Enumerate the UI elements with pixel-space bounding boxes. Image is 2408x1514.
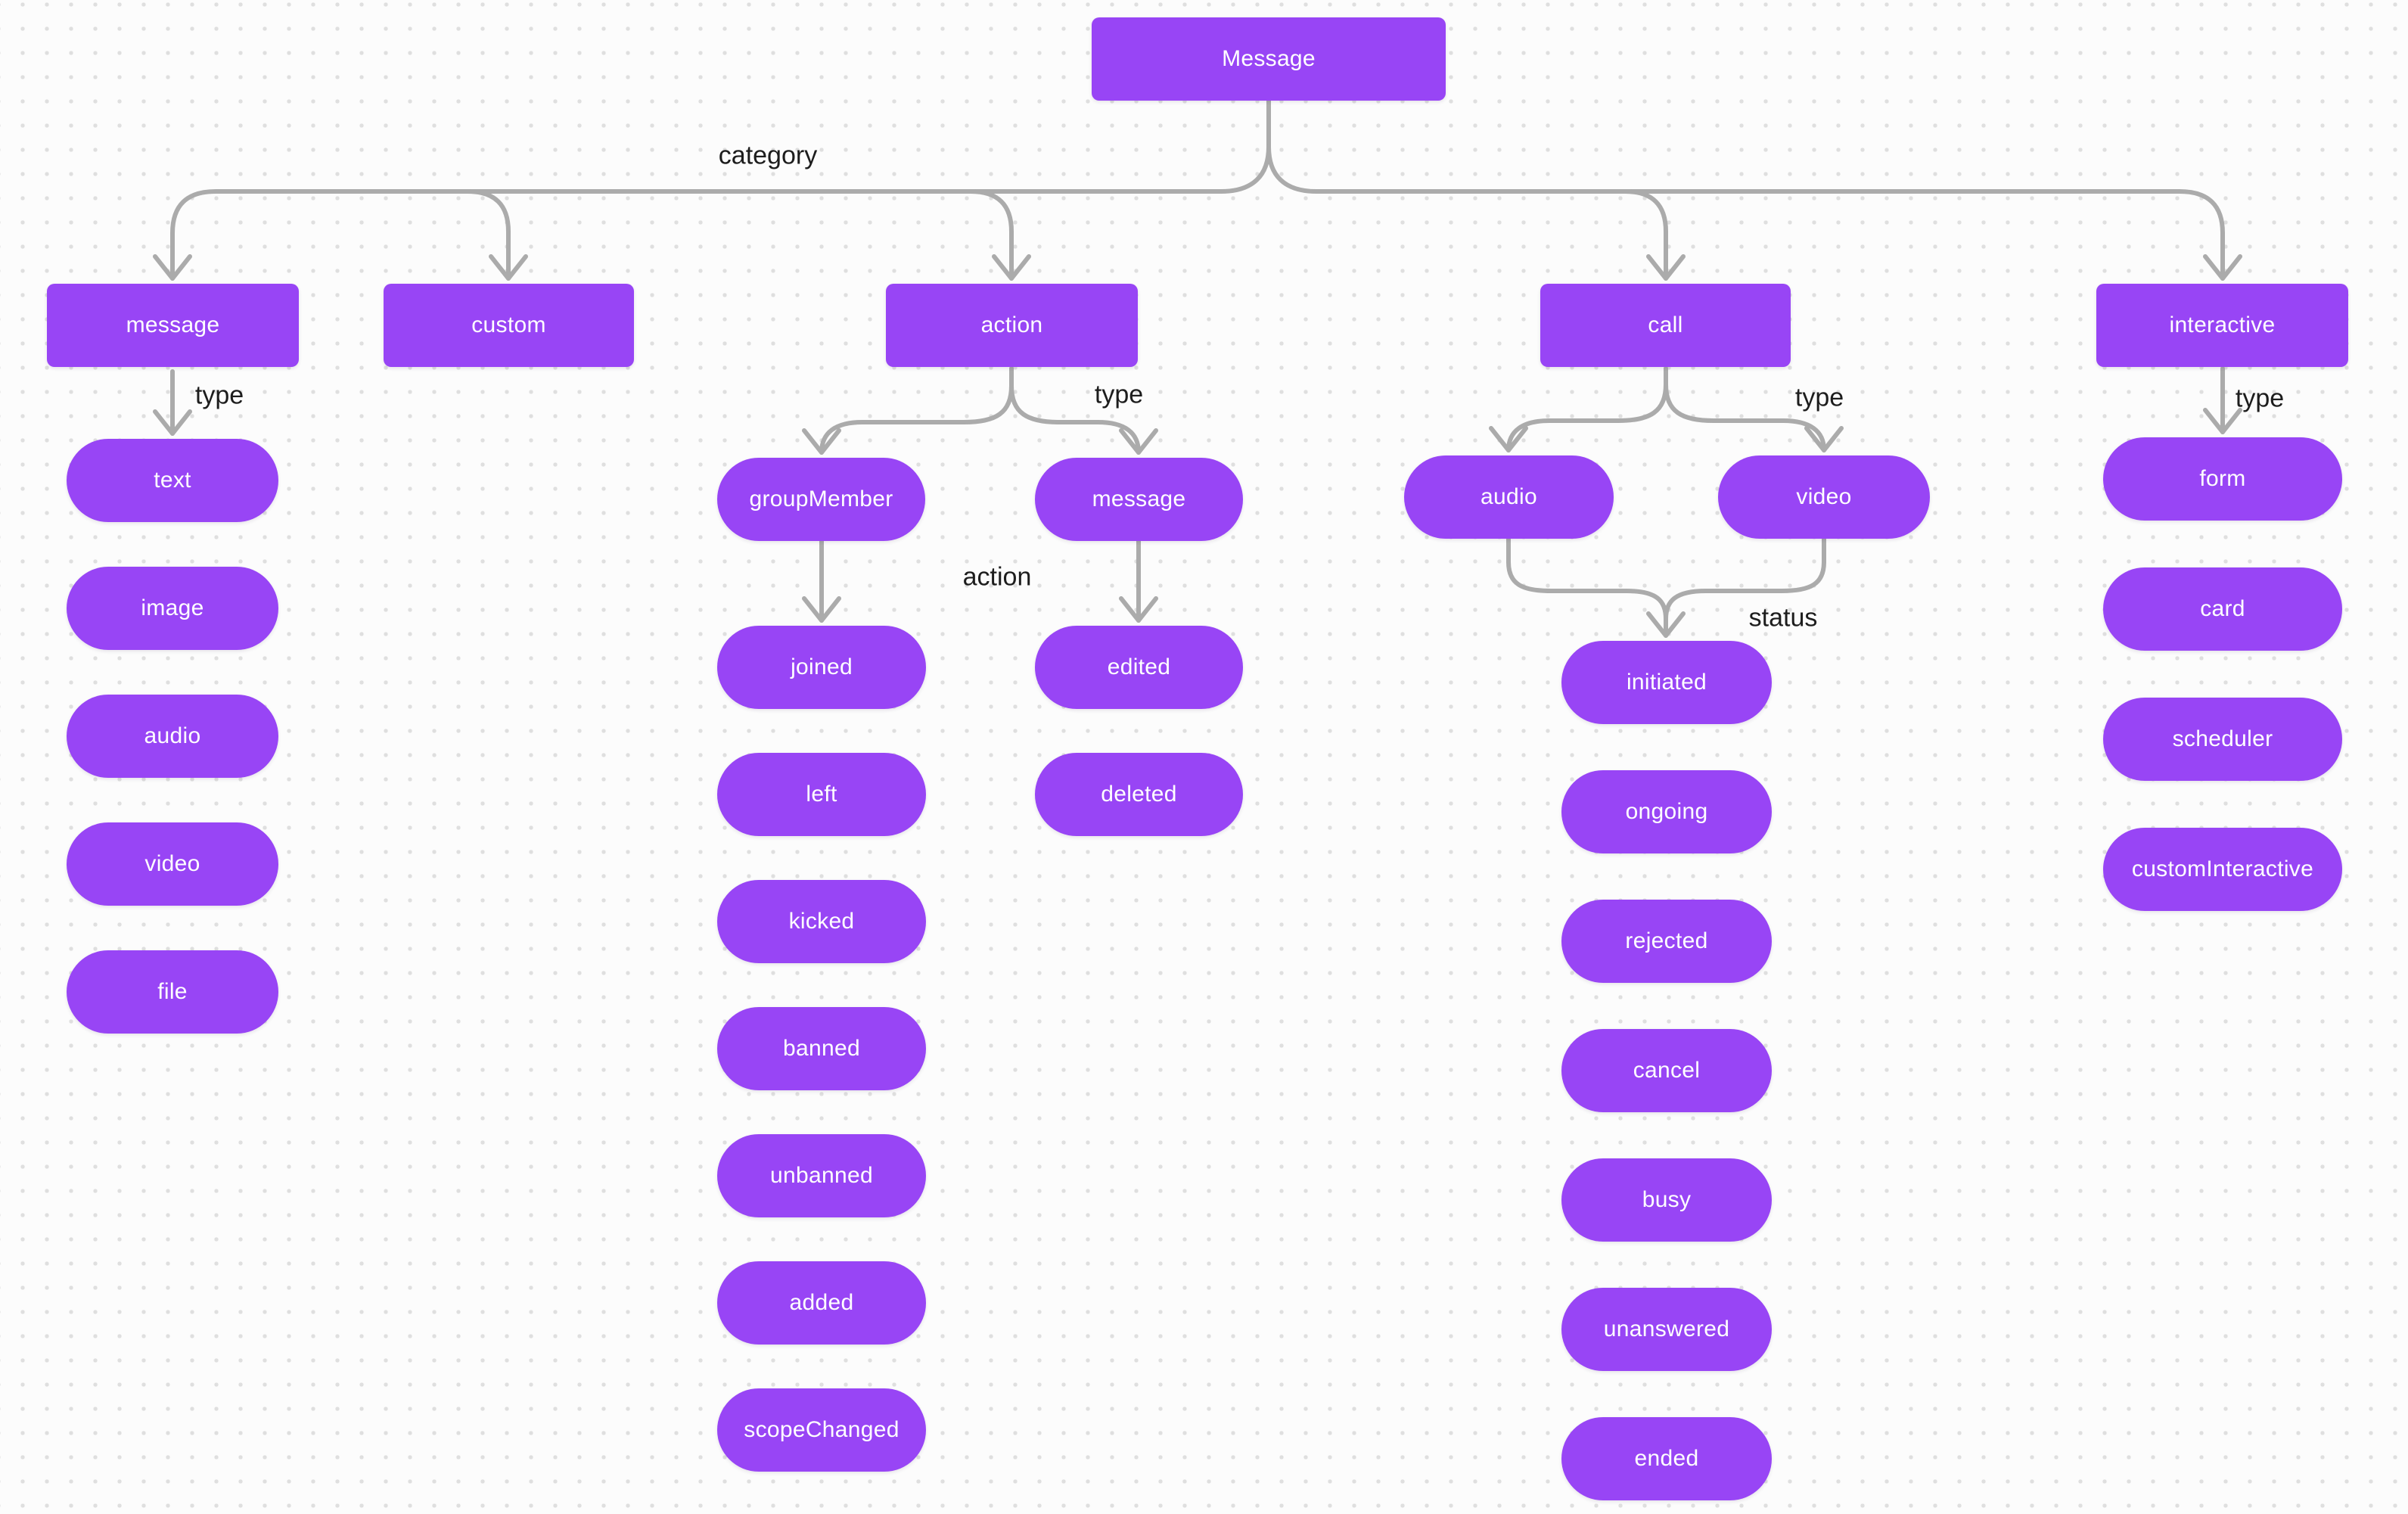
node-type-custominteractive[interactable]: customInteractive bbox=[2103, 828, 2342, 911]
node-category-message[interactable]: message bbox=[47, 284, 299, 367]
node-type-card[interactable]: card bbox=[2103, 567, 2342, 651]
node-type-video[interactable]: video bbox=[67, 822, 278, 906]
node-action-edited[interactable]: edited bbox=[1035, 626, 1243, 709]
node-status-ended[interactable]: ended bbox=[1561, 1417, 1772, 1500]
edge-label-category: category bbox=[718, 141, 818, 170]
node-type-image[interactable]: image bbox=[67, 567, 278, 650]
node-action-banned[interactable]: banned bbox=[717, 1007, 926, 1090]
edge-label-status: status bbox=[1748, 603, 1818, 633]
node-status-rejected[interactable]: rejected bbox=[1561, 900, 1772, 983]
node-root-message[interactable]: Message bbox=[1092, 17, 1446, 101]
edge-label-type-call: type bbox=[1794, 383, 1844, 412]
node-type-scheduler[interactable]: scheduler bbox=[2103, 698, 2342, 781]
node-action-kicked[interactable]: kicked bbox=[717, 880, 926, 963]
edge-label-type-action: type bbox=[1094, 380, 1144, 409]
node-action-joined[interactable]: joined bbox=[717, 626, 926, 709]
node-action-scopechanged[interactable]: scopeChanged bbox=[717, 1388, 926, 1472]
node-type-groupmember[interactable]: groupMember bbox=[717, 458, 925, 541]
edge-label-type-message: type bbox=[194, 381, 244, 410]
node-type-text[interactable]: text bbox=[67, 439, 278, 522]
node-category-custom[interactable]: custom bbox=[384, 284, 634, 367]
node-action-added[interactable]: added bbox=[717, 1261, 926, 1345]
node-status-ongoing[interactable]: ongoing bbox=[1561, 770, 1772, 853]
node-action-unbanned[interactable]: unbanned bbox=[717, 1134, 926, 1217]
edge-label-type-interactive: type bbox=[2235, 384, 2285, 413]
node-action-deleted[interactable]: deleted bbox=[1035, 753, 1243, 836]
node-action-left[interactable]: left bbox=[717, 753, 926, 836]
node-status-initiated[interactable]: initiated bbox=[1561, 641, 1772, 724]
node-category-interactive[interactable]: interactive bbox=[2096, 284, 2348, 367]
node-type-file[interactable]: file bbox=[67, 950, 278, 1034]
node-type-form[interactable]: form bbox=[2103, 437, 2342, 521]
node-category-call[interactable]: call bbox=[1540, 284, 1791, 367]
node-type-video-call[interactable]: video bbox=[1718, 455, 1930, 539]
node-status-unanswered[interactable]: unanswered bbox=[1561, 1288, 1772, 1371]
node-type-message-action[interactable]: message bbox=[1035, 458, 1243, 541]
node-category-action[interactable]: action bbox=[886, 284, 1138, 367]
edge-label-action: action bbox=[962, 562, 1032, 592]
node-type-audio[interactable]: audio bbox=[67, 695, 278, 778]
node-type-audio-call[interactable]: audio bbox=[1404, 455, 1614, 539]
node-status-busy[interactable]: busy bbox=[1561, 1158, 1772, 1242]
node-status-cancel[interactable]: cancel bbox=[1561, 1029, 1772, 1112]
